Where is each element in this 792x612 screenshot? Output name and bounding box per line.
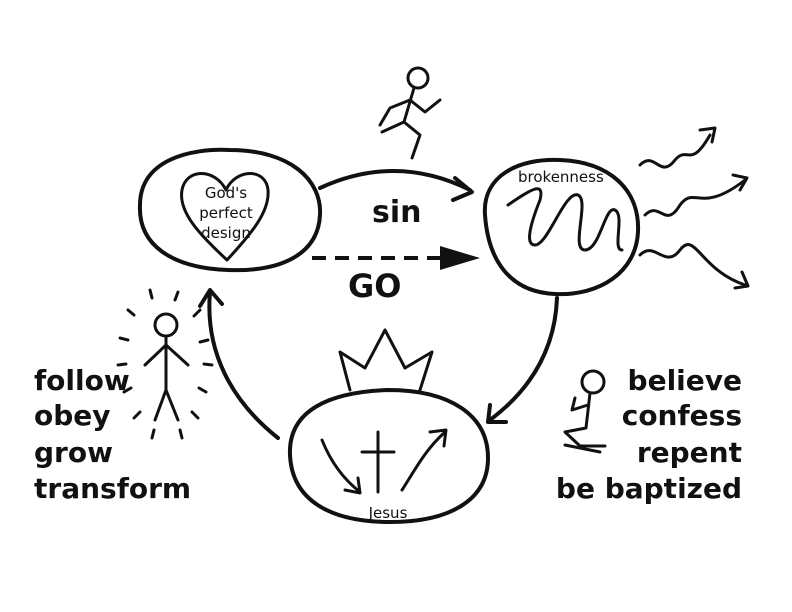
running-figure-icon	[378, 66, 442, 160]
kneeling-figure-icon	[563, 369, 607, 454]
go-label: GO	[348, 267, 401, 305]
right-list-item: believe	[628, 364, 742, 397]
wavy-arrows-icon	[638, 126, 750, 290]
right-list-item: be baptized	[556, 472, 742, 505]
design-label-2: perfect	[199, 204, 253, 222]
squiggle-icon	[506, 187, 624, 252]
brokenness-label: brokenness	[518, 168, 604, 186]
sin-arrow	[318, 169, 474, 202]
down-arrow-icon	[320, 438, 362, 495]
brokenness-node: brokenness	[482, 126, 750, 297]
left-list-item: obey	[34, 399, 111, 432]
cross-icon	[360, 430, 396, 494]
right-list: believe confess repent be baptized	[556, 364, 742, 505]
sin-label: sin	[372, 195, 422, 230]
design-node: God's perfect design	[137, 147, 323, 273]
design-label-1: God's	[205, 184, 247, 202]
jesus-node: Jesus	[287, 328, 490, 524]
crown-icon	[338, 328, 434, 392]
right-list-item: confess	[622, 399, 742, 432]
go-arrowhead	[440, 246, 480, 270]
jesus-label: Jesus	[368, 504, 408, 522]
left-list-item: transform	[34, 472, 191, 505]
design-label-3: design	[201, 224, 251, 242]
left-list: follow obey grow transform	[34, 364, 191, 505]
left-list-item: follow	[34, 364, 130, 397]
up-arrow-icon	[400, 428, 448, 492]
return-arrow	[198, 288, 280, 440]
repent-arrow	[486, 296, 559, 424]
glowing-figure-icon	[116, 288, 214, 440]
left-list-item: grow	[34, 436, 113, 469]
right-list-item: repent	[637, 436, 742, 469]
heart-icon	[180, 172, 270, 262]
